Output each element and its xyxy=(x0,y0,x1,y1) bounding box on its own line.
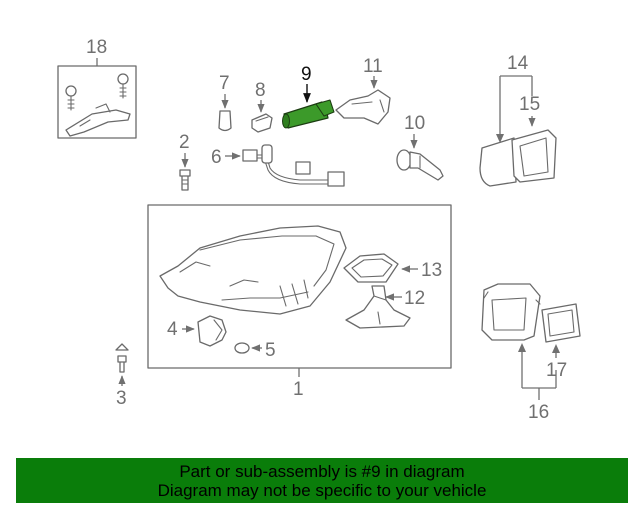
callout-8: 8 xyxy=(255,80,266,101)
part-3-bolt[interactable]: 3 xyxy=(115,343,129,409)
callout-3: 3 xyxy=(116,388,127,409)
part-10-bulb[interactable]: 10 xyxy=(396,113,444,181)
part-6-harness[interactable]: 6 xyxy=(211,144,345,187)
part-18-bracket xyxy=(65,109,131,137)
part-6-connector-left xyxy=(242,149,258,162)
part-2-bolt[interactable]: 2 xyxy=(179,132,191,191)
part-8-socket[interactable]: 8 xyxy=(251,80,273,133)
part-11-bracket[interactable]: 11 xyxy=(335,56,391,125)
callout-1: 1 xyxy=(293,379,304,400)
part-16-17-fog-assembly[interactable]: 17 16 xyxy=(481,283,581,423)
callout-6: 6 xyxy=(211,147,222,168)
callout-10: 10 xyxy=(404,113,425,134)
callout-17: 17 xyxy=(546,360,567,381)
callout-5: 5 xyxy=(265,340,276,361)
callout-9: 9 xyxy=(301,64,312,85)
part-7-bulb[interactable]: 7 xyxy=(218,73,232,132)
part-6-connector-right xyxy=(327,171,345,187)
part-4-socket[interactable]: 4 xyxy=(167,315,227,347)
callout-16: 16 xyxy=(528,402,549,423)
banner-line-1: Part or sub-assembly is #9 in diagram xyxy=(179,461,465,481)
callout-14: 14 xyxy=(507,53,529,74)
part-6-grommet xyxy=(261,144,273,164)
part-16-bracket xyxy=(481,283,541,341)
part-9-highlighted[interactable]: 9 xyxy=(282,64,335,129)
info-banner: Part or sub-assembly is #9 in diagram Di… xyxy=(16,458,628,503)
part-13-gasket[interactable]: 13 xyxy=(343,253,442,283)
callout-7: 7 xyxy=(219,73,230,94)
callout-18: 18 xyxy=(86,37,107,58)
callout-13: 13 xyxy=(421,260,442,281)
callout-4: 4 xyxy=(167,319,178,340)
part-6-connector-mid xyxy=(295,161,311,175)
banner-line-2: Diagram may not be specific to your vehi… xyxy=(157,480,487,500)
callout-2: 2 xyxy=(179,132,190,153)
parts-diagram: 18 2 7 8 9 xyxy=(57,37,581,423)
callout-12: 12 xyxy=(404,288,425,309)
callout-11: 11 xyxy=(363,56,383,77)
part-18-bracket-kit[interactable]: 18 xyxy=(57,37,137,139)
part-12-cover[interactable]: 12 xyxy=(345,285,425,329)
callout-15: 15 xyxy=(519,94,540,115)
part-14-15-side-lens[interactable]: 14 15 xyxy=(479,53,557,187)
part-18-screw-right xyxy=(117,73,129,99)
part-5-oring[interactable]: 5 xyxy=(234,340,276,361)
part-18-screw-left xyxy=(65,85,77,111)
part-17-lens xyxy=(541,303,581,343)
part-1-headlamp-assembly[interactable]: 1 xyxy=(147,204,452,400)
part-14-outer-lens xyxy=(479,137,517,187)
